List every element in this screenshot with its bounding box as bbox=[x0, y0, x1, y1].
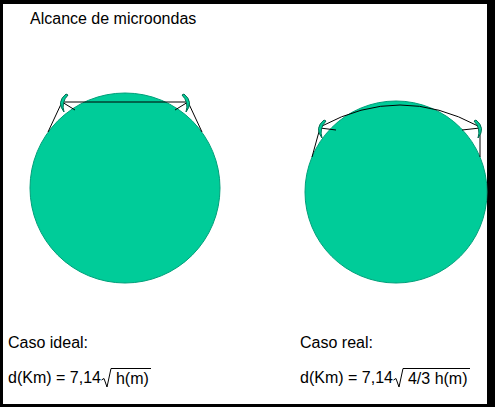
formula-text: d(Km) = 7,14 bbox=[300, 368, 393, 388]
tangent-line bbox=[188, 102, 202, 132]
mast-line bbox=[62, 102, 75, 110]
antenna bbox=[474, 120, 482, 138]
radicand: h(m) bbox=[112, 368, 151, 389]
curved-path bbox=[322, 105, 478, 126]
antenna bbox=[182, 94, 190, 112]
case-label: Caso real: bbox=[300, 333, 373, 353]
radicand: 4/3 h(m) bbox=[404, 368, 470, 389]
antenna bbox=[318, 120, 326, 138]
tangent-line bbox=[48, 102, 62, 132]
earth-circle bbox=[305, 101, 487, 283]
radical-sign bbox=[393, 368, 404, 389]
earth-circle bbox=[30, 93, 220, 283]
line-of-sight bbox=[64, 102, 186, 103]
mast-line bbox=[175, 102, 188, 110]
diagram-title: Alcance de microondas bbox=[30, 10, 196, 28]
formula: d(Km) = 7,14 4/3 h(m) bbox=[300, 368, 470, 389]
case-label: Caso ideal: bbox=[8, 333, 88, 353]
case-label: Caso ideal: bbox=[8, 333, 88, 353]
case-label: Caso real: bbox=[300, 333, 373, 353]
radical-sign bbox=[101, 368, 112, 389]
antenna bbox=[60, 94, 68, 112]
formula: d(Km) = 7,14 h(m) bbox=[8, 368, 151, 389]
mast-line bbox=[462, 128, 480, 130]
mast-line bbox=[320, 128, 336, 130]
formula-text: d(Km) = 7,14 bbox=[8, 368, 101, 388]
